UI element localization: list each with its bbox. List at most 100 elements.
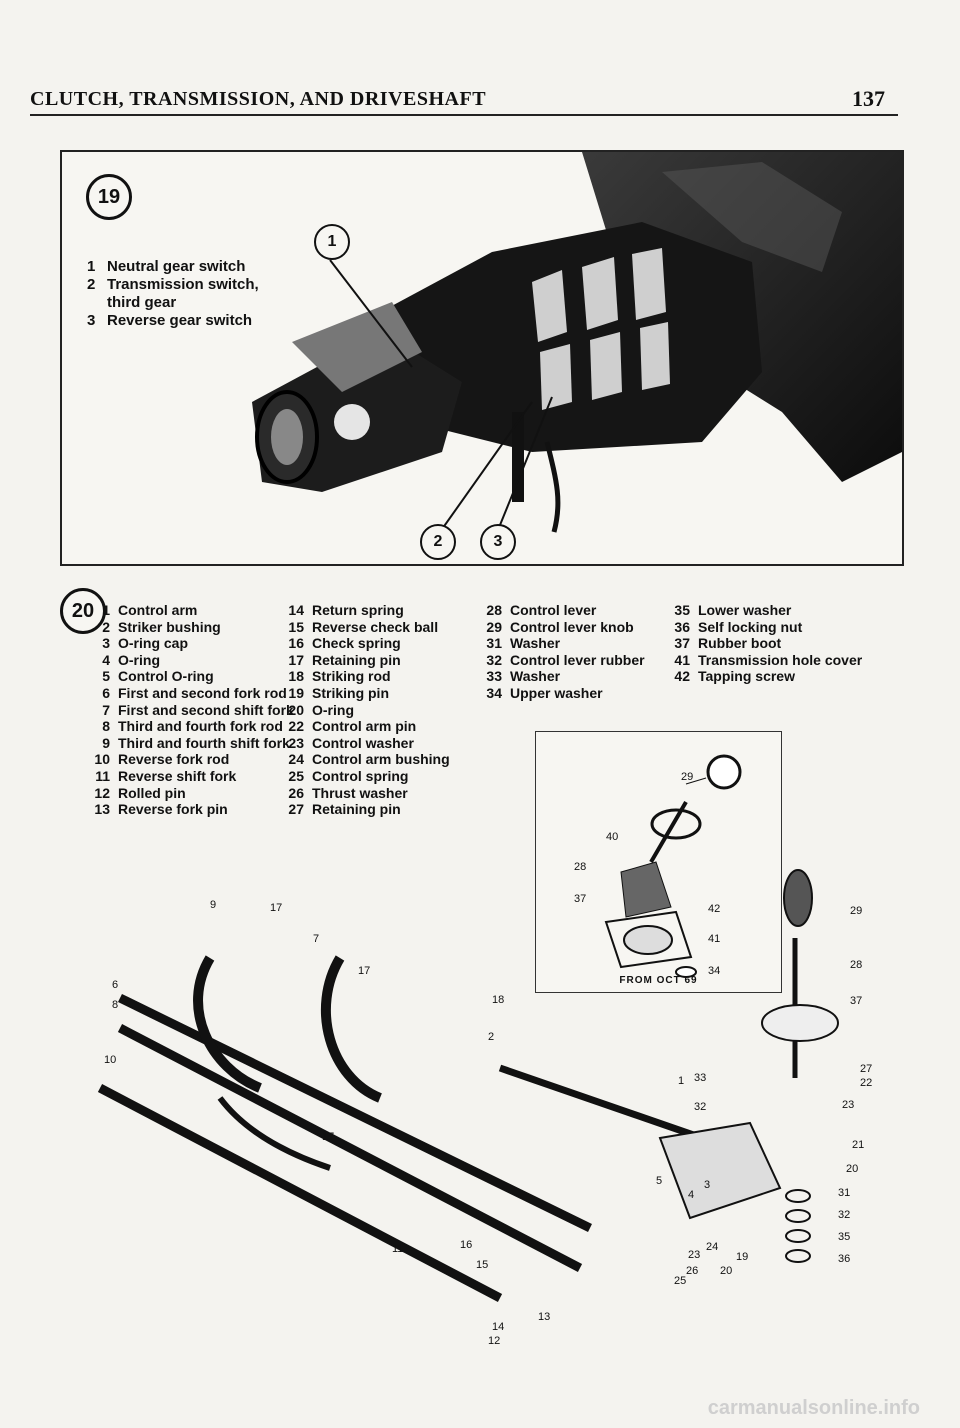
legend-item: third gear (107, 294, 177, 311)
inset-drawing: 29 40 28 37 42 41 34 (574, 754, 742, 978)
diagram-label: 6 (112, 979, 118, 991)
shift-mechanism-exploded-diagram: 9 17 7 17 6 8 10 18 2 1 17 11 16 15 14 1… (97, 869, 872, 1347)
diagram-label: 17 (358, 965, 370, 977)
diagram-label: 9 (210, 899, 216, 911)
diagram-label: 23 (842, 1099, 854, 1111)
diagram-label: 22 (860, 1077, 872, 1089)
diagram-label: 12 (488, 1335, 500, 1347)
diagram-label: 1 (678, 1075, 684, 1087)
figure-20-badge: 20 (60, 588, 106, 634)
diagram-label: 18 (492, 994, 504, 1006)
diagram-label: 5 (656, 1175, 662, 1187)
inset-label: 41 (708, 933, 720, 945)
diagram-label: 19 (736, 1251, 748, 1263)
diagram-label: 28 (850, 959, 862, 971)
diagram-label: 23 (688, 1249, 700, 1261)
inset-label: 40 (606, 831, 618, 843)
watermark: carmanualsonline.info (707, 1397, 920, 1419)
page-header-title: CLUTCH, TRANSMISSION, AND DRIVESHAFT (30, 88, 487, 110)
diagram-label: 2 (488, 1031, 494, 1043)
diagram-label: 11 (392, 1243, 403, 1255)
page-number: 137 (852, 86, 885, 111)
inset-caption: FROM OCT 69 (619, 975, 698, 986)
diagram-label: 21 (852, 1139, 864, 1151)
header-rule (30, 114, 898, 116)
callout-3: 3 (480, 524, 516, 560)
inset-label: 37 (574, 893, 586, 905)
diagram-label: 25 (674, 1275, 686, 1287)
diagram-label: 32 (694, 1101, 706, 1113)
diagram-label: 20 (720, 1265, 732, 1277)
inset-label: 42 (708, 903, 720, 915)
diagram-label: 15 (476, 1259, 488, 1271)
diagram-label: 17 (270, 902, 282, 914)
diagram-label: 26 (686, 1265, 698, 1277)
diagram-label: 16 (460, 1239, 472, 1251)
diagram-label: 37 (850, 995, 862, 1007)
diagram-label: 35 (838, 1231, 850, 1243)
diagram-label: 24 (706, 1241, 718, 1253)
diagram-label: 4 (688, 1189, 694, 1201)
callout-1: 1 (314, 224, 350, 260)
diagram-label: 7 (313, 933, 319, 945)
diagram-label: 14 (492, 1321, 504, 1333)
diagram-label: 27 (860, 1063, 872, 1075)
diagram-label: 33 (694, 1072, 706, 1084)
diagram-label: 10 (104, 1054, 116, 1066)
transmission-photo (252, 152, 902, 533)
inset-label: 28 (574, 861, 586, 873)
diagram-label: 3 (704, 1179, 710, 1191)
diagram-label: 32 (838, 1209, 850, 1221)
diagram-label: 31 (838, 1187, 850, 1199)
inset-from-oct-69: 29 40 28 37 42 41 34 FROM OCT 69 (535, 731, 782, 993)
inset-label: 34 (708, 965, 720, 977)
diagram-label: 8 (112, 999, 118, 1011)
diagram-label: 13 (538, 1311, 550, 1323)
diagram-label: 36 (838, 1253, 850, 1265)
diagram-label: 29 (850, 905, 862, 917)
